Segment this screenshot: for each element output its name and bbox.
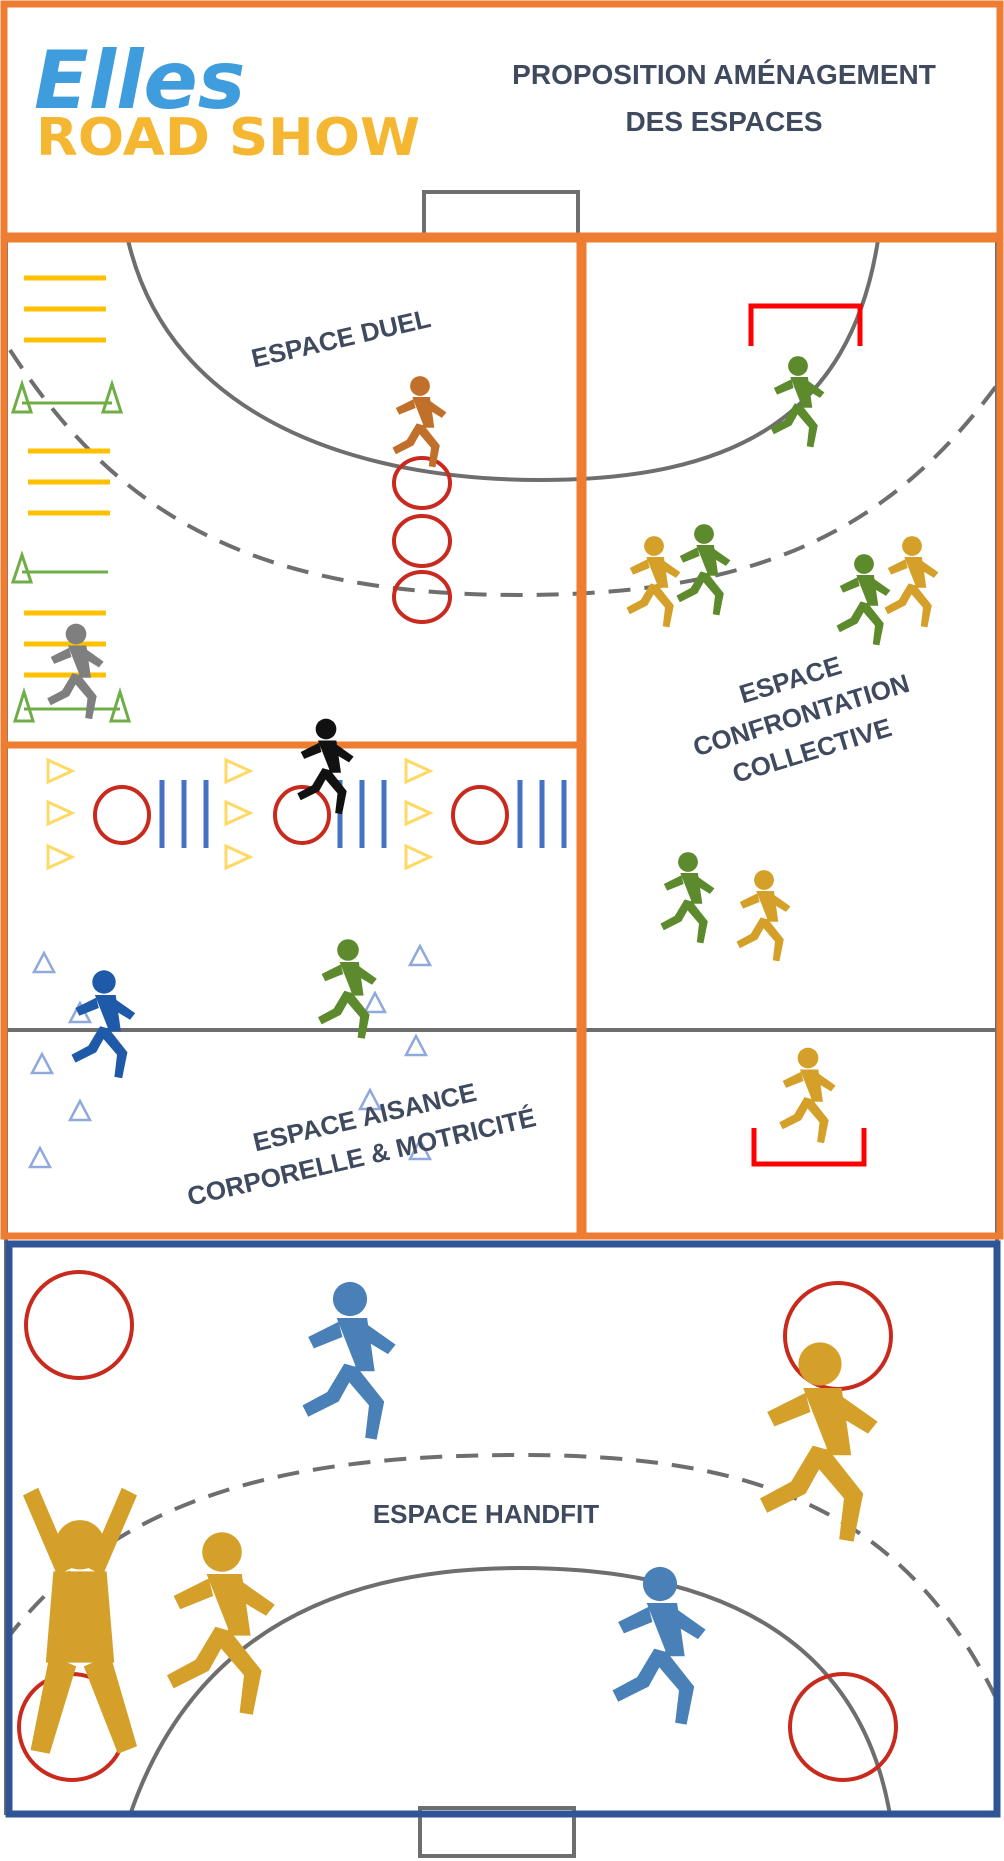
goal-icon xyxy=(748,303,863,346)
aisance-stripes xyxy=(159,780,567,848)
zone-label-handfit: ESPACE HANDFIT xyxy=(373,1499,599,1529)
hoop-icon xyxy=(24,1270,134,1380)
bottom-six-meter-arc xyxy=(128,1565,892,1816)
duel-zone-frame xyxy=(0,235,584,749)
player-gold-2 xyxy=(884,536,939,628)
player-blue-aisance xyxy=(71,970,136,1079)
confrontation-zone-frame xyxy=(579,235,1004,1240)
logo-line1: Elles xyxy=(34,34,245,127)
hoop-icon xyxy=(392,456,452,510)
player-steel-1 xyxy=(302,1281,396,1440)
player-gold-4 xyxy=(779,1047,836,1144)
duel-ladder xyxy=(24,275,110,678)
player-gold-handfit-2 xyxy=(167,1532,275,1715)
logo-line2: ROAD SHOW xyxy=(36,108,420,168)
hoop-icon xyxy=(273,785,331,845)
player-green-aisance xyxy=(318,939,377,1039)
aisance-hoops xyxy=(93,785,509,845)
cone-icon xyxy=(108,686,132,723)
zone-label-duel: ESPACE DUEL xyxy=(248,303,433,373)
top-free-throw-arc xyxy=(8,348,999,598)
aisance-yellow-cones xyxy=(46,757,434,871)
handfit-zone-frame xyxy=(5,1240,1001,1818)
player-orange-duel xyxy=(392,376,447,468)
duel-hurdles xyxy=(10,379,132,723)
cone-icon xyxy=(100,379,124,414)
player-green-1 xyxy=(770,356,825,448)
hoop-icon xyxy=(392,514,452,568)
players xyxy=(22,356,939,1754)
player-gold-3 xyxy=(736,870,791,962)
page-title-line1: PROPOSITION AMÉNAGEMENT xyxy=(512,59,936,90)
player-gold-handfit-1 xyxy=(22,1487,137,1754)
player-green-3 xyxy=(836,554,891,646)
hoop-icon xyxy=(451,785,509,845)
court-lines xyxy=(4,190,999,1858)
aisance-zone-frame xyxy=(0,741,584,1240)
duel-hoops xyxy=(392,456,452,624)
confrontation-goals xyxy=(748,303,867,1167)
player-green-2 xyxy=(676,524,731,616)
player-gold-handfit-3 xyxy=(760,1342,878,1542)
hoop-icon xyxy=(788,1672,898,1782)
cone-icon xyxy=(12,686,36,723)
zone-label-aisance: ESPACE AISANCE CORPORELLE & MOTRICITÉ xyxy=(184,1077,538,1212)
player-gold-1 xyxy=(626,536,681,628)
logo: Elles ROAD SHOW xyxy=(34,34,420,168)
hoop-icon xyxy=(93,785,151,845)
cone-icon xyxy=(10,379,34,414)
zone-frames xyxy=(0,0,1004,1818)
aisance-blue-cones xyxy=(27,943,433,1169)
player-gray-duel xyxy=(47,623,104,720)
goal-icon xyxy=(751,1128,867,1167)
bottom-goal-box xyxy=(418,1806,576,1858)
bottom-free-throw-arc xyxy=(4,1452,999,1701)
cone-icon xyxy=(10,550,34,584)
page-title-line2: DES ESPACES xyxy=(625,106,822,137)
zone-label-confrontation: ESPACE CONFRONTATION COLLECTIVE xyxy=(689,650,912,789)
player-green-4 xyxy=(660,852,715,944)
top-six-meter-arc xyxy=(126,239,880,483)
hoop-icon xyxy=(392,570,452,624)
